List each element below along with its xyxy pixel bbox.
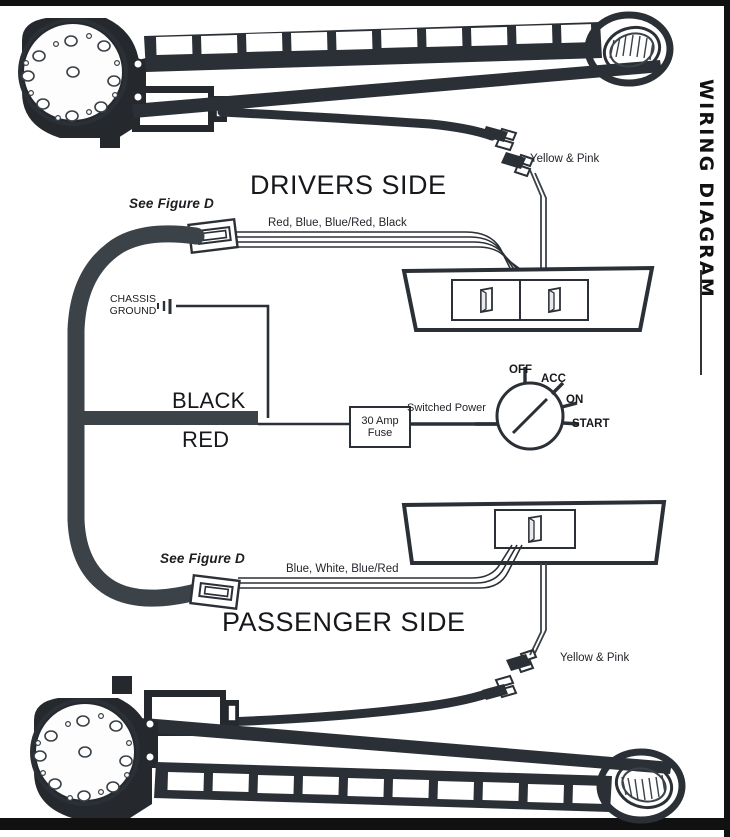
passenger-yellow-pink-wire [506,563,547,674]
red-wire-label: RED [182,427,230,452]
fuse-label-line2: Fuse [367,427,393,439]
ignition-position-acc: ACC [541,373,566,385]
chassis-ground-branch [157,299,270,418]
passenger-motor-pigtail [217,674,518,727]
drivers-signal-wires [236,231,525,273]
frame-bottom-border [0,818,730,830]
ignition-position-on: ON [566,394,584,406]
see-figure-d-bottom-label: See Figure D [160,551,245,566]
window-switch-icon-driver-right[interactable] [548,286,561,314]
window-switch-icon-passenger[interactable] [528,514,542,544]
switched-power-label: Switched Power [407,402,486,414]
drivers-window-regulator [18,18,662,148]
sidebar: WIRING DIAGRAM [682,8,724,818]
ignition-position-start: START [572,418,610,430]
chassis-ground-line2: GROUND [109,304,157,317]
passenger-harness-connector [189,573,241,611]
ignition-position-off: OFF [509,364,532,376]
black-wire-label: BLACK [172,388,246,413]
see-figure-d-top-label: See Figure D [129,196,214,211]
bullet-connector-pair-top [482,126,518,152]
bullet-connector-yellow-pink-bottom [506,648,538,674]
chassis-ground-label: CHASSIS GROUND [106,293,160,317]
fuse-label-line1: 30 Amp [361,415,399,427]
drivers-wire-colors-label: Red, Blue, Blue/Red, Black [268,217,407,229]
passenger-window-regulator [30,676,672,818]
passenger-switch-panel[interactable] [401,499,667,565]
drivers-window-track [144,11,674,87]
fuse-box[interactable]: 30 Amp Fuse [349,406,411,448]
passenger-wire-colors-label: Blue, White, Blue/Red [286,563,399,575]
frame-right-border [724,0,730,837]
drivers-motor-pigtail [217,107,547,271]
passenger-signal-wires [238,544,523,589]
frame-top-border [0,0,730,6]
main-harness-loop [67,225,258,607]
bullet-connector-pair-bottom [482,674,518,700]
drivers-side-title: DRIVERS SIDE [250,170,447,200]
drivers-switch-panel[interactable] [401,265,655,332]
chassis-ground-line1: CHASSIS [109,293,157,305]
sidebar-divider-rule [700,270,702,375]
yellow-pink-bottom-label: Yellow & Pink [560,652,630,664]
fuse-label: 30 Amp Fuse [361,415,398,439]
bullet-connector-yellow-pink-top [501,152,535,178]
window-switch-icon-driver-left[interactable] [480,286,493,314]
ignition-switch[interactable] [495,367,580,451]
passenger-side-title: PASSENGER SIDE [222,607,466,637]
yellow-pink-top-label: Yellow & Pink [530,153,600,165]
passenger-window-track [154,748,686,824]
